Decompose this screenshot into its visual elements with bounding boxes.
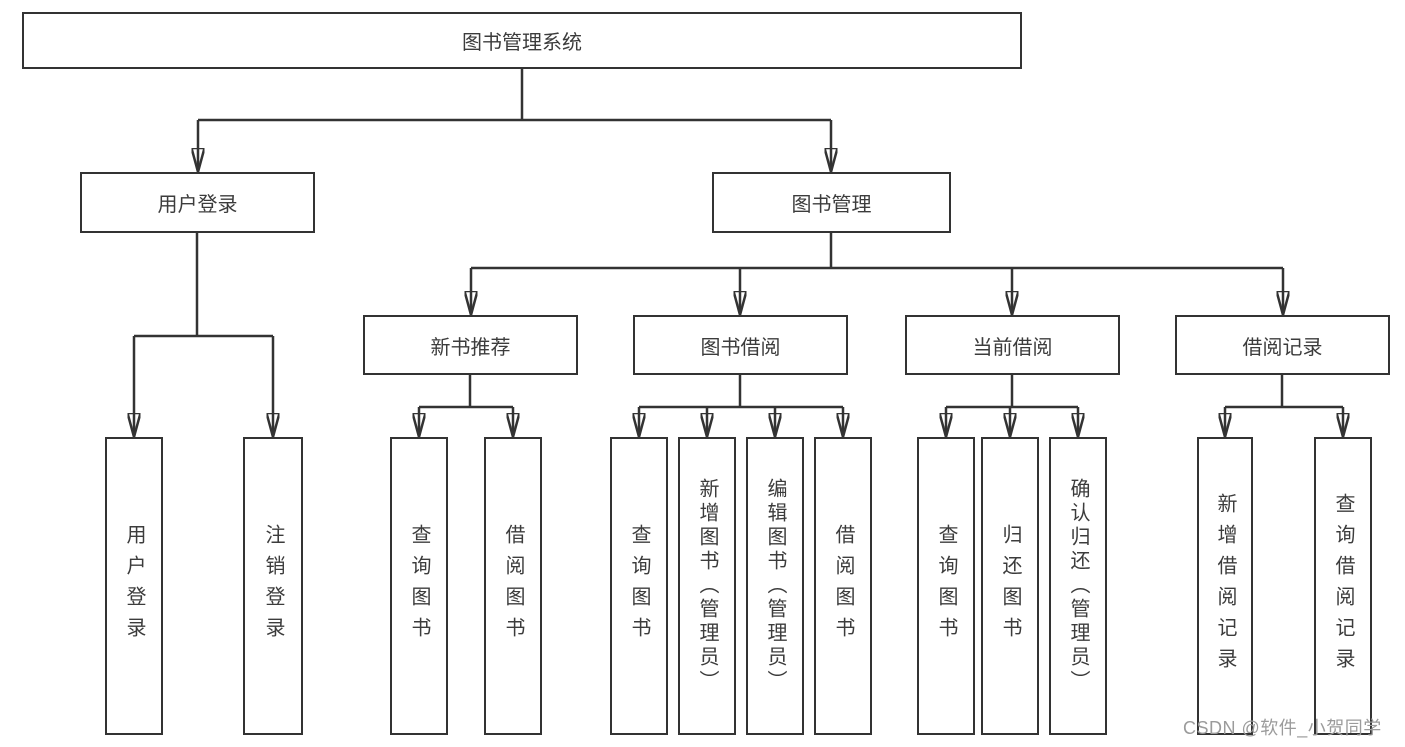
leaf-logout-label: 注销登录 [262,524,284,648]
leaf-add-borrow-record-label: 新增借阅记录 [1214,493,1236,679]
node-borrow-records: 借阅记录 [1175,315,1390,375]
node-root-label: 图书管理系统 [462,32,582,54]
leaf-return-book-label: 归还图书 [999,524,1021,648]
leaf-query-borrow-record-label: 查询借阅记录 [1332,493,1354,679]
leaf-query-borrow-record: 查询借阅记录 [1314,437,1372,735]
node-current-borrow: 当前借阅 [905,315,1120,375]
node-user-login-label: 用户登录 [157,194,238,216]
leaf-query-book-current: 查询图书 [917,437,975,735]
leaf-confirm-return-admin-label: 确认归还（管理员） [1067,478,1089,694]
node-user-login: 用户登录 [80,172,315,233]
csdn-watermark: CSDN @软件_小贺同学 [1183,718,1382,738]
node-book-management: 图书管理 [712,172,951,233]
leaf-edit-book-admin-label: 编辑图书（管理员） [764,478,786,694]
leaf-query-book-recommend: 查询图书 [390,437,448,735]
leaf-return-book: 归还图书 [981,437,1039,735]
leaf-logout: 注销登录 [243,437,303,735]
leaf-user-login: 用户登录 [105,437,163,735]
leaf-borrow-book-label: 借阅图书 [832,524,854,648]
leaf-borrow-book-recommend-label: 借阅图书 [502,524,524,648]
leaf-query-book-borrow: 查询图书 [610,437,668,735]
node-current-borrow-label: 当前借阅 [972,336,1053,359]
leaf-borrow-book-recommend: 借阅图书 [484,437,542,735]
node-borrow-records-label: 借阅记录 [1242,336,1323,359]
node-book-management-label: 图书管理 [791,194,872,216]
leaf-confirm-return-admin: 确认归还（管理员） [1049,437,1107,735]
leaf-query-book-current-label: 查询图书 [935,524,957,648]
leaf-user-login-label: 用户登录 [123,524,145,648]
leaf-query-book-recommend-label: 查询图书 [408,524,430,648]
node-book-borrow-label: 图书借阅 [700,336,781,359]
leaf-add-book-admin: 新增图书（管理员） [678,437,736,735]
node-new-book-recommend: 新书推荐 [363,315,578,375]
node-book-borrow: 图书借阅 [633,315,848,375]
leaf-add-book-admin-label: 新增图书（管理员） [696,478,718,694]
leaf-add-borrow-record: 新增借阅记录 [1197,437,1253,735]
node-root: 图书管理系统 [22,12,1022,69]
leaf-edit-book-admin: 编辑图书（管理员） [746,437,804,735]
node-new-book-recommend-label: 新书推荐 [430,336,511,359]
leaf-query-book-borrow-label: 查询图书 [628,524,650,648]
leaf-borrow-book: 借阅图书 [814,437,872,735]
